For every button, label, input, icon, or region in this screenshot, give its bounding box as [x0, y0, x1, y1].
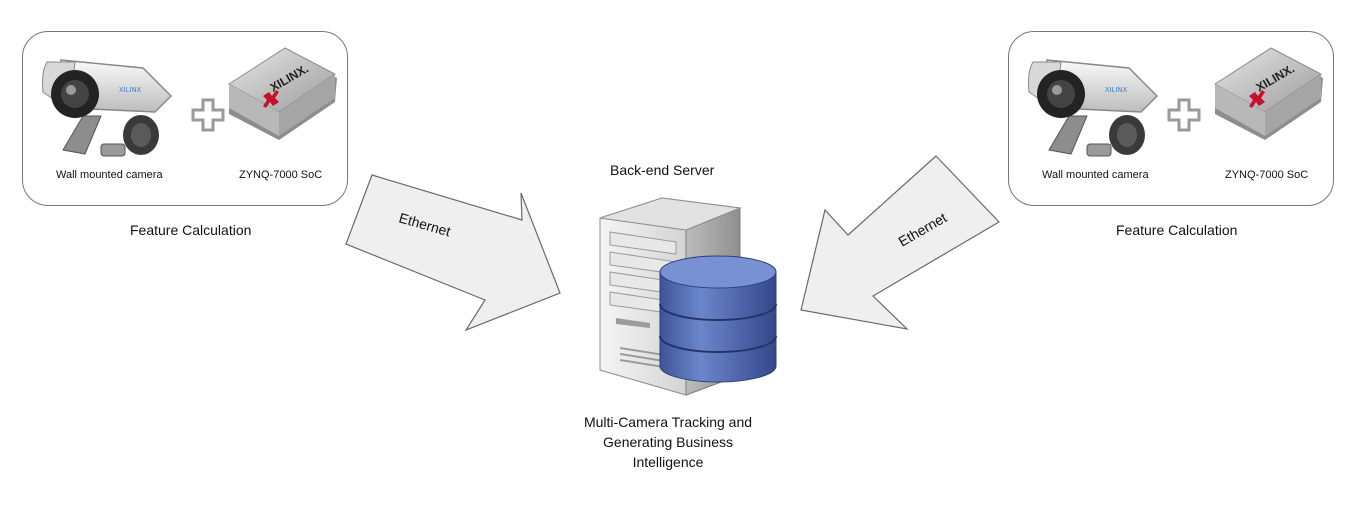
- security-camera-icon: XILINX: [1028, 59, 1159, 157]
- xilinx-chip-icon: XILINX.: [228, 47, 337, 140]
- right-node-graphics: XILINX XILINX.: [1028, 47, 1323, 157]
- right-ethernet-arrow: Ethernet: [800, 155, 1000, 330]
- security-camera-icon: XILINX: [42, 59, 173, 157]
- left-camera-node: XILINX XILINX. Wall mounted camera ZYNQ-…: [22, 31, 348, 206]
- right-camera-node: XILINX XILINX. Wall mounted camera ZYNQ-…: [1008, 31, 1334, 206]
- svg-text:XILINX: XILINX: [119, 87, 142, 94]
- plus-icon: [1167, 98, 1201, 132]
- server-icon: [599, 197, 777, 396]
- soc-label: ZYNQ-7000 SoC: [1225, 169, 1309, 181]
- database-icon: [659, 255, 777, 383]
- server-description: Multi-Camera Tracking and Generating Bus…: [583, 414, 753, 470]
- server-title: Back-end Server: [610, 162, 715, 178]
- soc-label: ZYNQ-7000 SoC: [239, 169, 323, 181]
- camera-label: Wall mounted camera: [1042, 169, 1149, 181]
- left-node-graphics: XILINX XILINX.: [42, 47, 337, 157]
- camera-label: Wall mounted camera: [56, 169, 163, 181]
- plus-icon: [191, 98, 225, 132]
- right-feature-caption: Feature Calculation: [1116, 222, 1238, 238]
- left-ethernet-arrow: Ethernet: [345, 174, 561, 332]
- xilinx-chip-icon: XILINX.: [1214, 47, 1323, 140]
- svg-text:XILINX: XILINX: [1105, 87, 1128, 94]
- left-feature-caption: Feature Calculation: [130, 222, 252, 238]
